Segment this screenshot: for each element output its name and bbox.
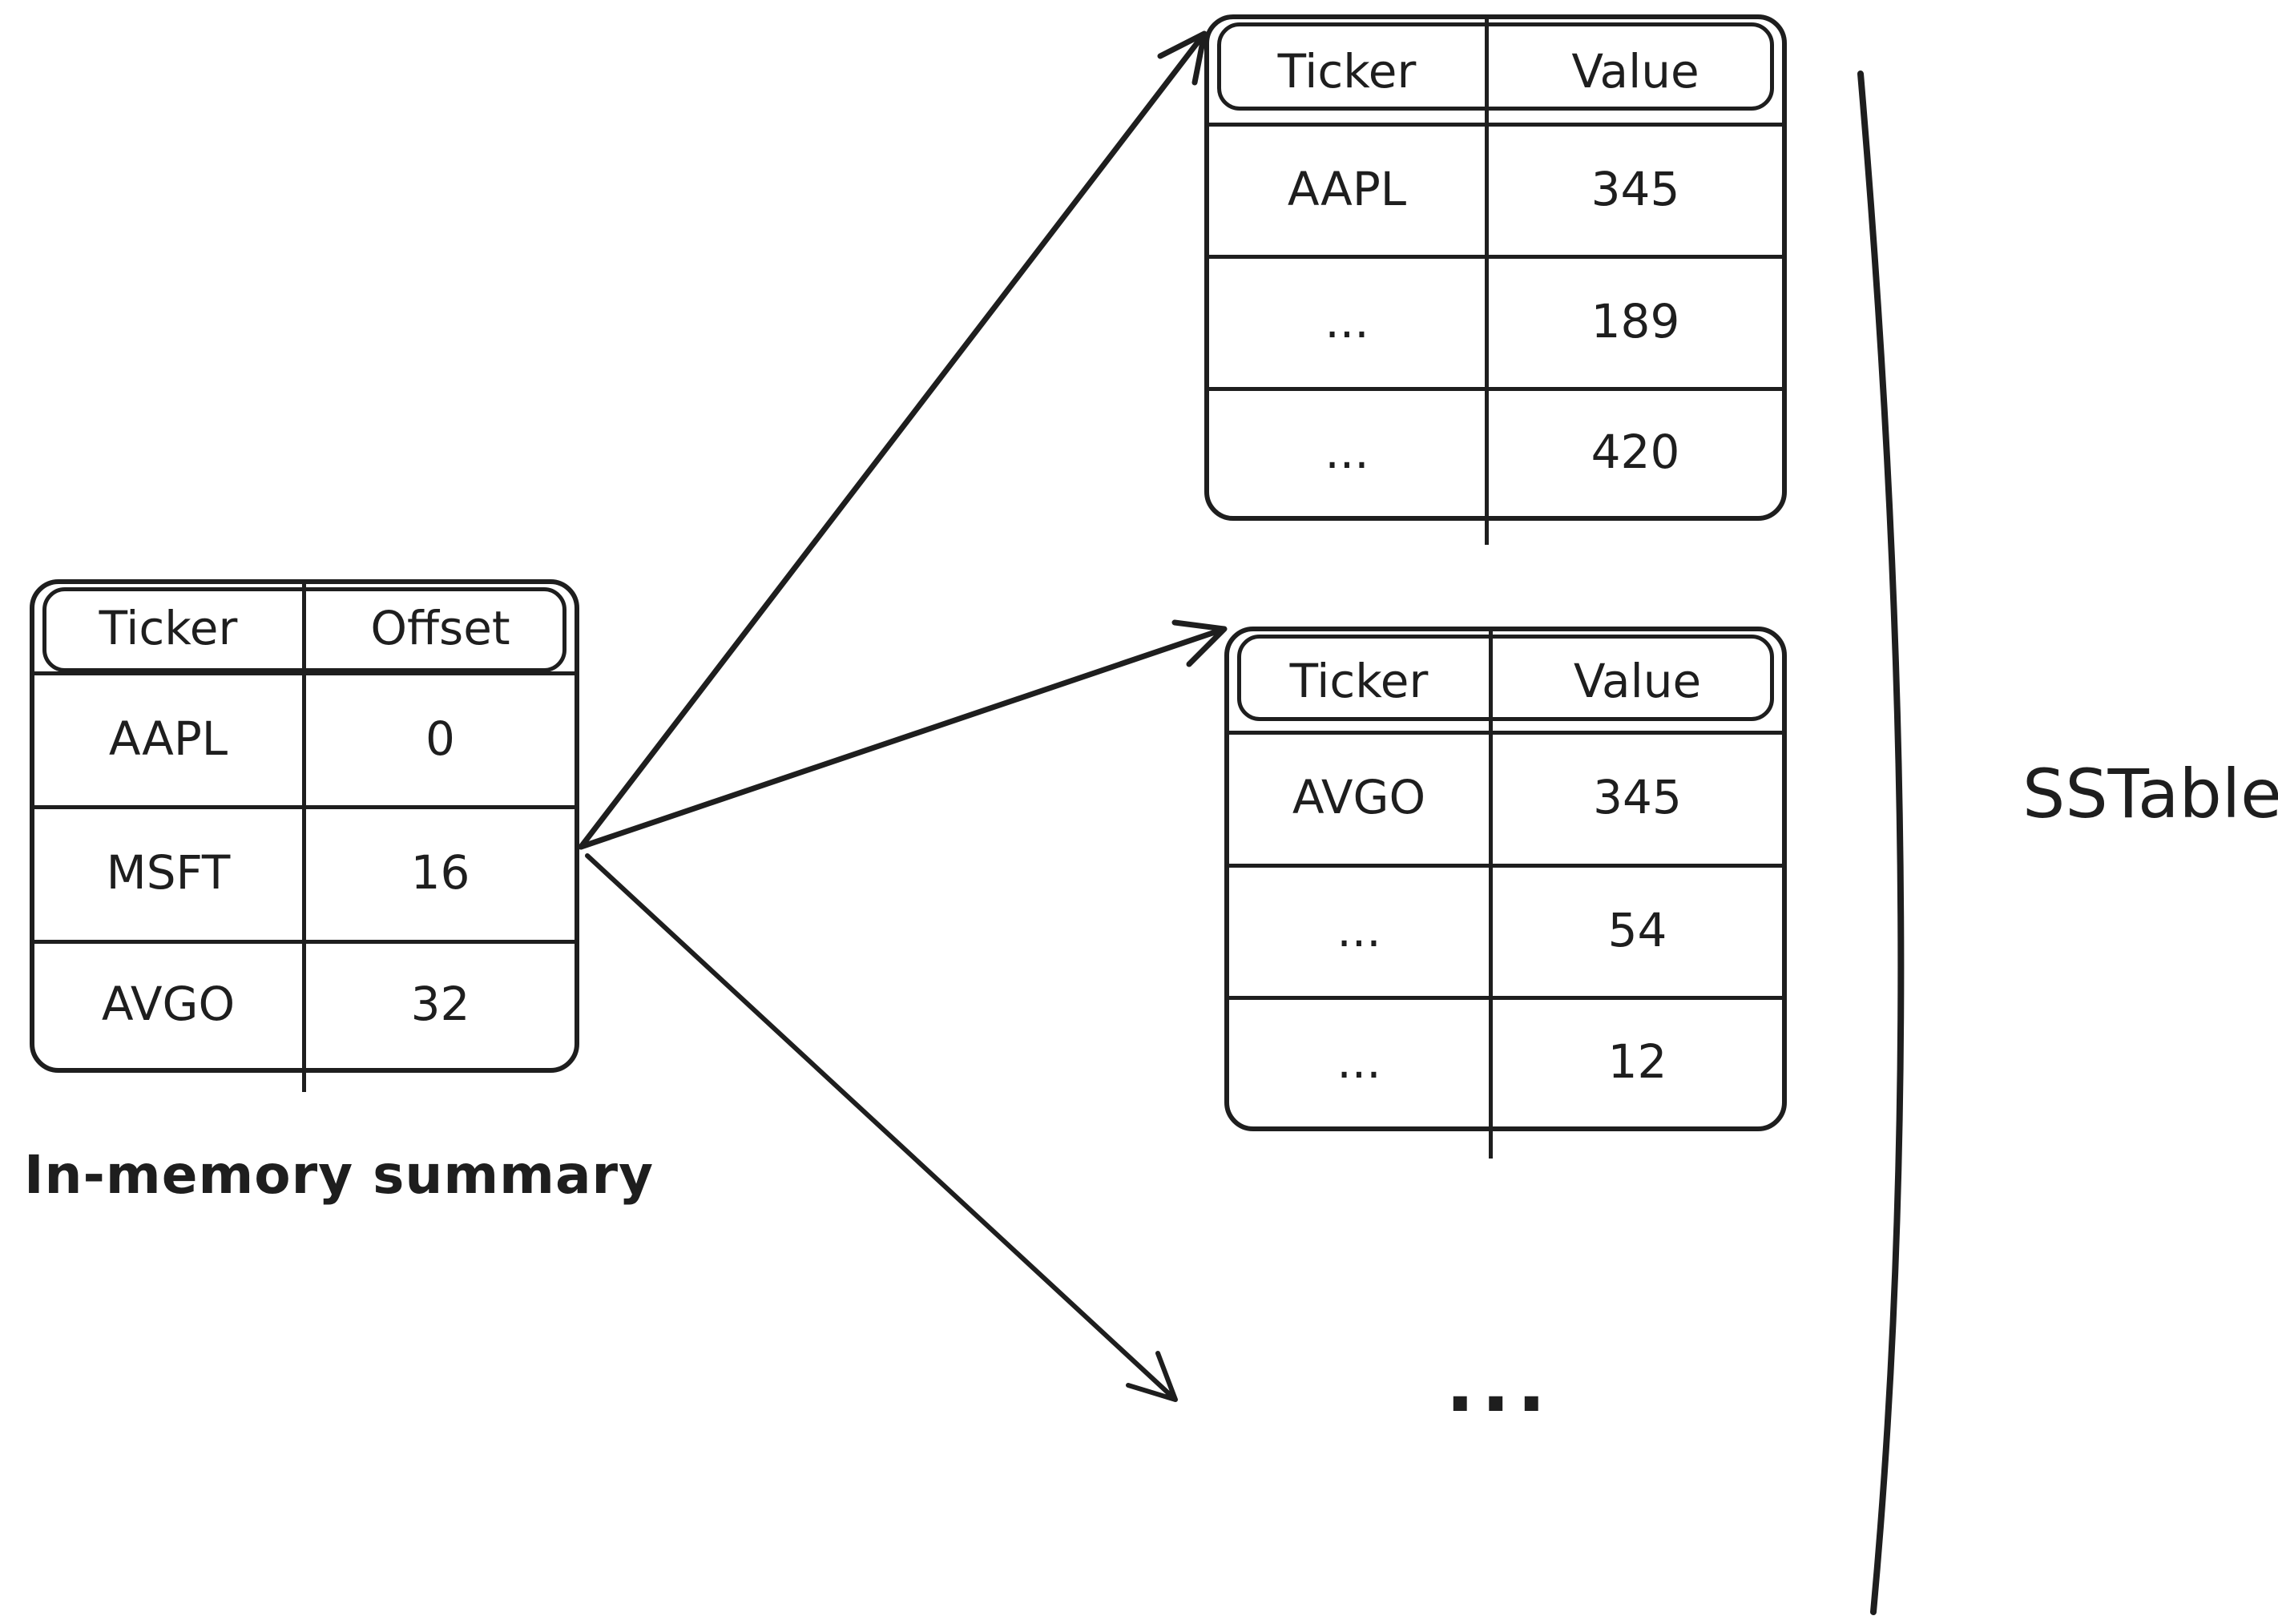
block-2-cell-value: 345 [1593,770,1682,824]
summary-cell-ticker: AVGO [101,977,236,1031]
sstable-block-2-divider [1229,864,1782,868]
summary-table-column-divider [302,584,306,1092]
summary-table-divider [34,671,575,675]
block-2-cell-value: 12 [1607,1034,1667,1089]
summary-cell-ticker: AAPL [108,711,228,766]
summary-cell-ticker: MSFT [106,845,231,900]
summary-header-offset: Offset [370,600,510,655]
sstable-block-1-header-box [1217,22,1774,111]
block-2-header-value: Value [1573,654,1702,708]
block-2-cell-ticker: ... [1337,902,1381,957]
summary-header-ticker: Ticker [99,600,238,655]
more-blocks-ellipsis: ... [1445,1340,1553,1429]
sstable-label: SSTable [2022,755,2278,833]
block-1-cell-ticker: ... [1324,424,1369,479]
arrow-to-sstable-block-2 [578,619,1228,850]
sstable-boundary-curve [1857,71,1905,1615]
sstable-block-2: Ticker Value AVGO 345 ... 54 ... 12 [1224,627,1787,1159]
sstable-block-2-divider [1229,731,1782,735]
summary-cell-offset: 32 [410,977,470,1031]
block-2-cell-ticker: ... [1337,1034,1381,1089]
block-1-cell-ticker: ... [1324,293,1369,349]
sstable-block-1: Ticker Value AAPL 345 ... 189 ... 420 [1204,14,1787,545]
summary-cell-offset: 16 [410,845,470,900]
block-1-cell-value: 420 [1591,424,1680,479]
sstable-block-2-header-box [1237,635,1774,721]
summary-table-divider [34,805,575,809]
sstable-block-1-divider [1209,255,1782,259]
block-1-cell-value: 189 [1591,293,1680,349]
block-2-cell-value: 54 [1607,902,1667,957]
sstable-block-1-divider [1209,123,1782,127]
summary-table-caption: In-memory summary [24,1144,655,1206]
sstable-block-2-divider [1229,996,1782,1000]
block-2-header-ticker: Ticker [1289,654,1429,708]
summary-table: Ticker Offset AAPL 0 MSFT 16 AVGO 32 [30,579,579,1092]
arrow-to-more-blocks [585,853,1178,1402]
block-2-cell-ticker: AVGO [1292,770,1426,824]
block-1-cell-value: 345 [1591,161,1680,216]
sstable-block-1-column-divider [1485,19,1489,545]
block-1-header-value: Value [1571,43,1699,99]
summary-cell-offset: 0 [425,711,455,766]
sstable-block-1-divider [1209,387,1782,391]
arrow-to-sstable-block-1 [578,30,1208,850]
block-1-header-ticker: Ticker [1277,43,1417,99]
summary-table-divider [34,940,575,944]
block-1-cell-ticker: AAPL [1287,161,1407,216]
sstable-block-2-column-divider [1489,631,1493,1159]
